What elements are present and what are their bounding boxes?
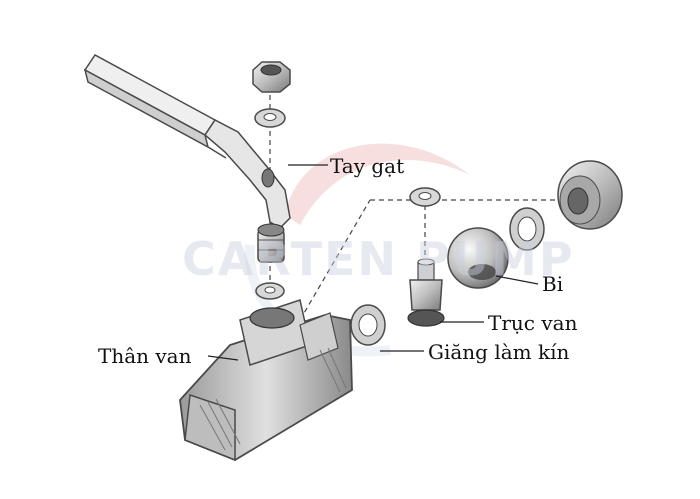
label-body: Thân van (98, 344, 192, 368)
packing-nut (257, 223, 285, 263)
valve-stem (407, 258, 445, 327)
lower-washer (255, 282, 285, 300)
label-stem: Trục van (488, 311, 578, 335)
right-seat-ring (509, 207, 545, 251)
end-cap (557, 160, 623, 230)
valve-body (179, 299, 353, 462)
top-nut (252, 61, 291, 93)
top-washer (254, 108, 286, 128)
left-seal-ring (350, 304, 386, 346)
label-ball: Bi (542, 272, 564, 296)
stem-washer (409, 187, 441, 207)
valve-ball (447, 227, 509, 289)
handle-lever (83, 54, 291, 229)
watermark-text: CARTEN PUMP (182, 232, 575, 286)
label-handle: Tay gạt (330, 154, 405, 178)
label-seal: Giăng làm kín (428, 340, 570, 364)
label-leader-lines (207, 164, 539, 361)
watermark-swoosh (285, 143, 470, 225)
